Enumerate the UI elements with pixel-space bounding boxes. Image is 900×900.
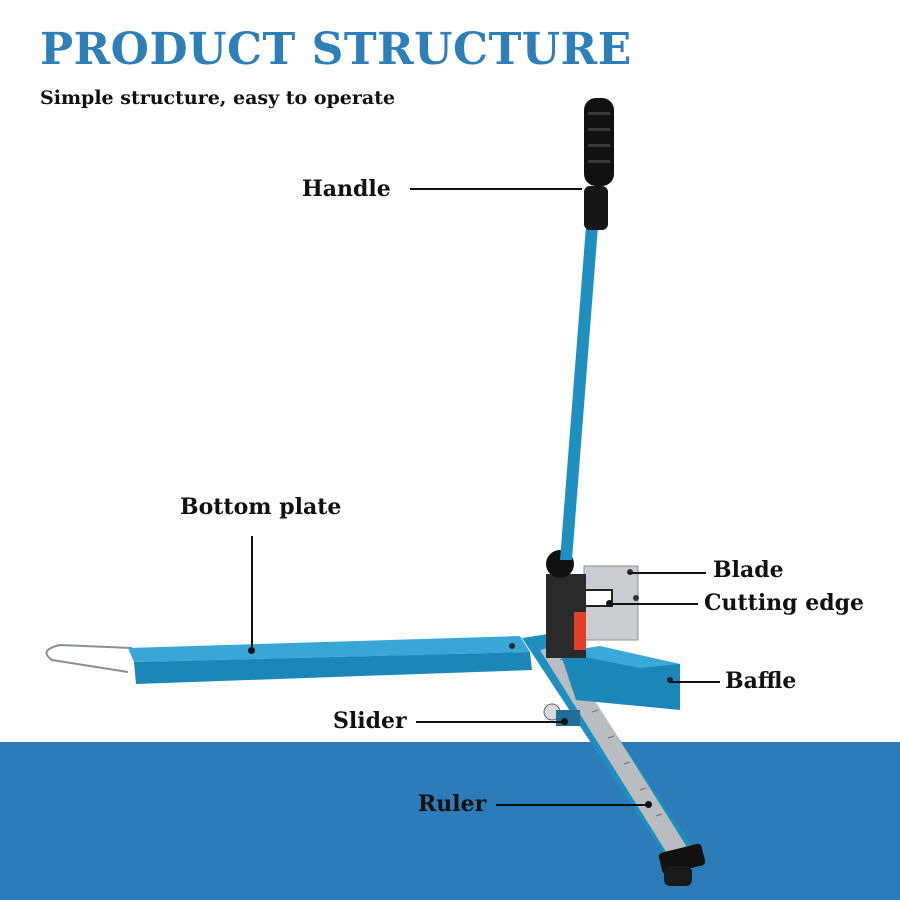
ruler-foot-base (664, 866, 692, 886)
leader-ruler (496, 804, 648, 806)
leader-dot-slider (561, 718, 568, 725)
label-slider: Slider (333, 708, 407, 734)
label-baffle: Baffle (725, 668, 797, 694)
bottom-plate-screw (509, 643, 515, 649)
page-title: PRODUCT STRUCTURE (40, 24, 632, 75)
leader-dot-ruler (645, 801, 652, 808)
blue-background-band (0, 742, 900, 900)
wire-hanger (45, 643, 133, 673)
blade-bolt-2 (633, 595, 639, 601)
handle-rod (560, 226, 598, 560)
slider-block (556, 710, 580, 726)
leader-baffle (670, 681, 720, 683)
leader-slider (416, 721, 564, 723)
label-handle: Handle (302, 176, 391, 202)
page-subtitle: Simple structure, easy to operate (40, 87, 396, 109)
label-cutting-edge: Cutting edge (704, 590, 864, 616)
label-ruler: Ruler (418, 791, 487, 817)
leader-handle (410, 188, 582, 190)
leader-dot-cutting-edge (606, 600, 613, 607)
label-blade: Blade (713, 557, 784, 583)
handle-grip-lower (584, 186, 608, 230)
grip-ridges (588, 112, 610, 163)
bottom-plate-front (134, 652, 532, 684)
bottom-plate-top (128, 636, 530, 662)
leader-blade (628, 572, 706, 574)
leader-dot-bottom-plate (248, 647, 255, 654)
leader-bottom-plate (251, 536, 253, 650)
handle-grip-upper (584, 98, 614, 186)
spring (574, 612, 586, 650)
baffle-top (560, 646, 680, 668)
label-bottom-plate: Bottom plate (180, 494, 342, 520)
leader-cutting-edge (610, 603, 698, 605)
